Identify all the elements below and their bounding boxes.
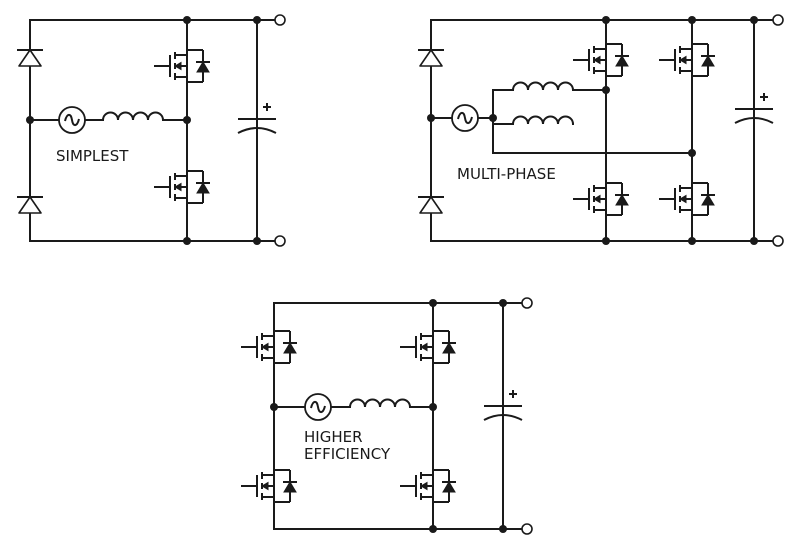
junction-dot — [429, 403, 437, 411]
label-efficiency: EFFICIENCY — [304, 445, 391, 463]
mosfet-icon — [658, 37, 716, 83]
label-multi-phase: MULTI-PHASE — [457, 165, 556, 183]
mosfet-icon — [399, 324, 457, 370]
junction-dot — [688, 237, 696, 245]
inductor-icon — [512, 115, 574, 125]
diode-icon — [417, 49, 445, 67]
junction-dot — [602, 86, 610, 94]
junction-dot — [270, 403, 278, 411]
inductor-icon — [102, 111, 164, 121]
terminal-icon — [521, 523, 533, 535]
diode-icon — [16, 49, 44, 67]
junction-dot — [602, 16, 610, 24]
junction-dot — [499, 525, 507, 533]
diode-icon — [16, 196, 44, 214]
junction-dot — [602, 237, 610, 245]
junction-dot — [253, 237, 261, 245]
inductor-icon — [349, 398, 411, 408]
junction-dot — [427, 114, 435, 122]
mosfet-icon — [240, 324, 298, 370]
junction-dot — [489, 114, 497, 122]
label-higher: HIGHER — [304, 428, 363, 446]
junction-dot — [750, 16, 758, 24]
junction-dot — [183, 237, 191, 245]
label-simplest: SIMPLEST — [56, 147, 129, 165]
junction-dot — [183, 16, 191, 24]
circuit-multi-phase: MULTI-PHASE — [417, 14, 784, 247]
diode-icon — [417, 196, 445, 214]
inductor-icon — [512, 81, 574, 91]
mosfet-icon — [153, 164, 211, 210]
junction-dot — [499, 299, 507, 307]
terminal-icon — [274, 235, 286, 247]
circuit-higher-efficiency: HIGHER EFFICIENCY — [240, 297, 533, 535]
mosfet-icon — [399, 463, 457, 509]
terminal-icon — [772, 235, 784, 247]
junction-dot — [688, 149, 696, 157]
junction-dot — [429, 525, 437, 533]
circuit-simplest: SIMPLEST — [16, 14, 286, 247]
terminal-icon — [772, 14, 784, 26]
mosfet-icon — [572, 37, 630, 83]
terminal-icon — [521, 297, 533, 309]
mosfet-icon — [658, 176, 716, 222]
junction-dot — [183, 116, 191, 124]
junction-dot — [26, 116, 34, 124]
junction-dot — [253, 16, 261, 24]
junction-dot — [429, 299, 437, 307]
mosfet-icon — [153, 43, 211, 89]
ac-source-icon — [451, 104, 479, 132]
terminal-icon — [274, 14, 286, 26]
mosfet-icon — [572, 176, 630, 222]
ac-source-icon — [304, 393, 332, 421]
junction-dot — [750, 237, 758, 245]
junction-dot — [688, 16, 696, 24]
ac-source-icon — [58, 106, 86, 134]
mosfet-icon — [240, 463, 298, 509]
